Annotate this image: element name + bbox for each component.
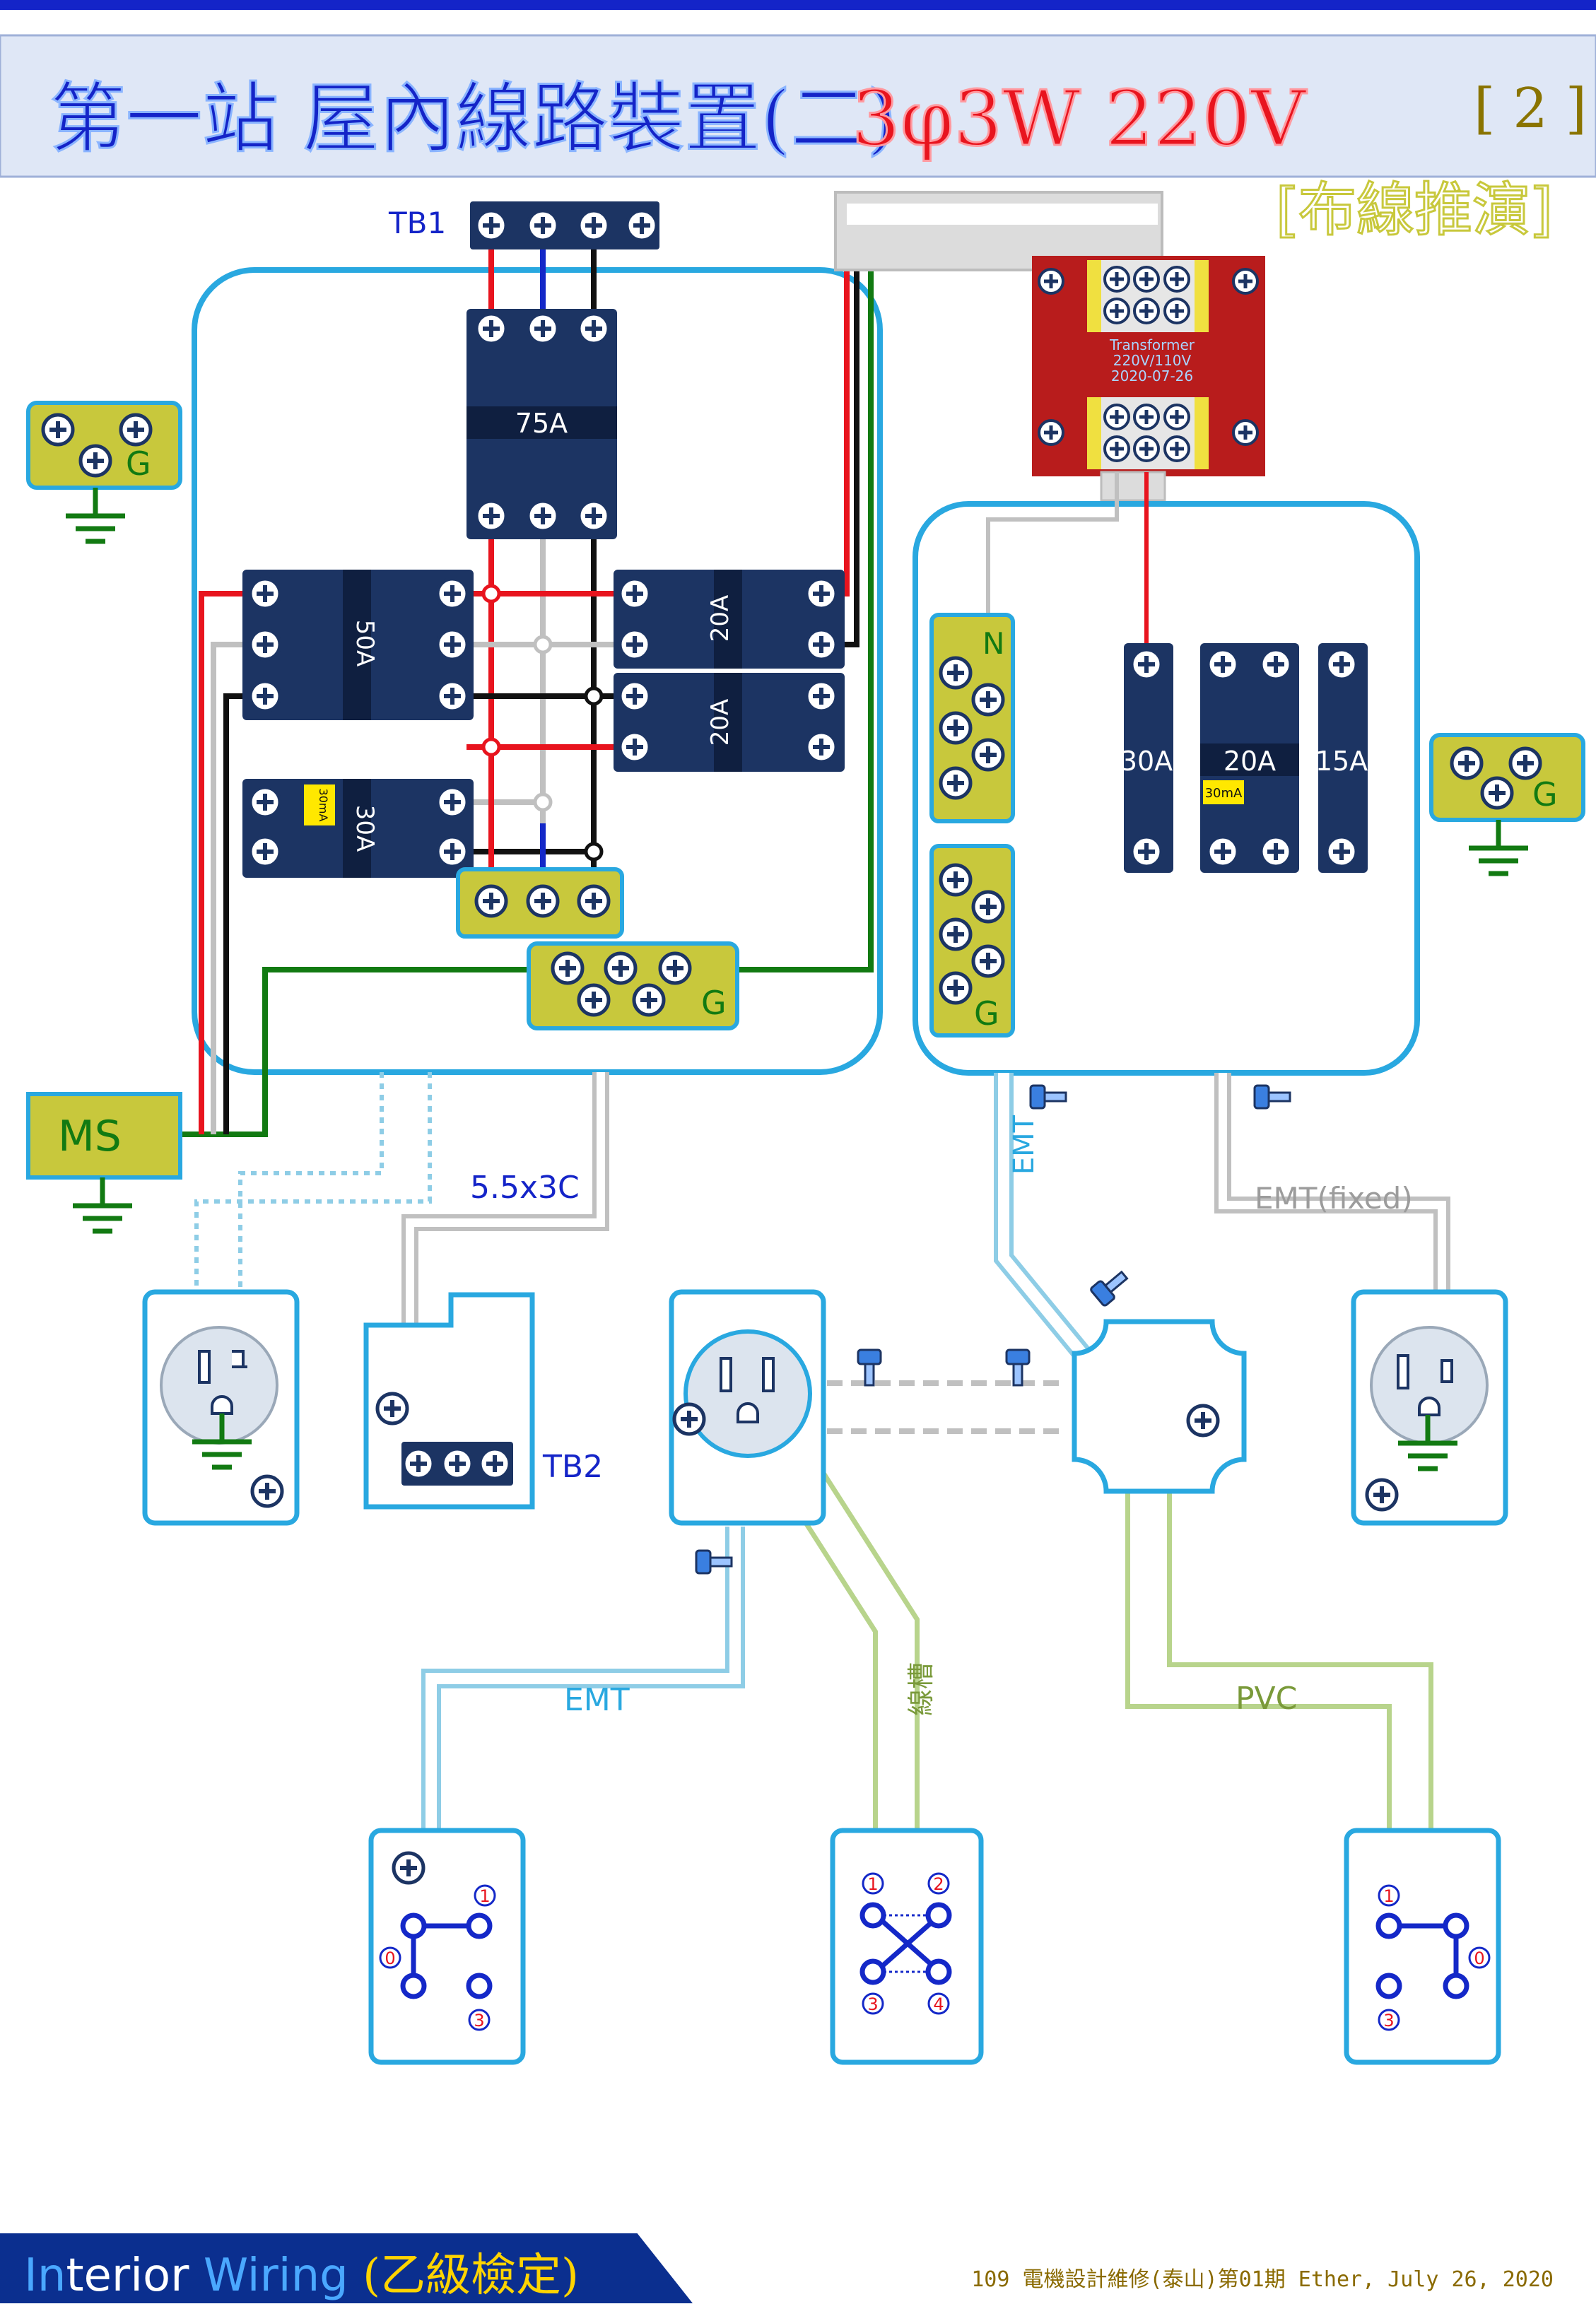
footer-title-word1: terior (66, 2250, 189, 2302)
breaker-20a-upper (614, 570, 845, 669)
switch-right-terminal-3: 3 (1383, 2011, 1394, 2030)
breaker-20a-lower-rating: 20A (706, 699, 734, 746)
ground-block-right-label: G (1532, 775, 1558, 813)
tb2-box (363, 1292, 535, 1510)
main-breaker-rating: 75A (515, 408, 568, 439)
main-breaker-75a (467, 309, 617, 539)
sub-panel-box (913, 501, 1420, 1076)
sub-breaker-30a-rating: 30A (1120, 746, 1173, 777)
switch-box-middle (830, 1828, 984, 2065)
sub-ground-bar (929, 844, 1015, 1038)
sub-breaker-20a-rating: 20A (1224, 746, 1276, 777)
breaker-50a-rating: 50A (351, 620, 379, 667)
receptacle-center (669, 1289, 826, 1526)
sub-breaker-20a (1200, 643, 1299, 873)
junction-dots (481, 584, 604, 862)
tb2-label: TB2 (542, 1449, 603, 1485)
switch-right-terminal-1: 1 (1383, 1886, 1394, 1906)
main-ground-bar (527, 941, 739, 1030)
transformer-label-3: 2020-07-26 (1111, 368, 1193, 384)
ms-label: MS (58, 1112, 122, 1161)
breaker-20a-upper-rating: 20A (706, 595, 734, 642)
cable-label: 5.5x3C (470, 1170, 580, 1206)
switch-mid-terminal-3: 3 (867, 1994, 878, 2014)
neutral-bar-label: N (982, 626, 1004, 661)
switch-box-right (1344, 1828, 1501, 2065)
neutral-bar (929, 613, 1015, 823)
subtitle: [布線推演] (1276, 177, 1553, 244)
transformer (1032, 256, 1265, 476)
sub-ground-label: G (974, 994, 999, 1033)
main-panel-box (192, 267, 883, 1075)
ms-meter-switch (26, 1092, 182, 1231)
receptacle-right (1351, 1289, 1508, 1526)
footer-title: Interior Wiring (乙級檢定) (24, 2239, 579, 2304)
pvc-label: PVC (1236, 1681, 1297, 1717)
emt-fixed-label: EMT(fixed) (1255, 1181, 1413, 1216)
footer-title-cn: (乙級檢定) (348, 2250, 580, 2302)
ground-block-left (26, 401, 182, 541)
page-spec: 3φ3W 220V (852, 75, 1308, 163)
elcb-30ma-tag: 30mA (317, 789, 330, 822)
receptacle-left (142, 1289, 300, 1526)
transformer-label-1: Transformer (1109, 336, 1195, 353)
elcb-30a (242, 779, 474, 878)
switch-left-terminal-3: 3 (474, 2011, 484, 2030)
switch-mid-terminal-4: 4 (933, 1994, 944, 2014)
footer-credit: 109 電機設計維修(泰山)第01期 Ether, July 26, 2020 (971, 2267, 1554, 2292)
header-panel (0, 34, 1596, 178)
switch-left-terminal-1: 1 (479, 1886, 490, 1906)
main-ground-label: G (701, 984, 727, 1022)
switch-box-left (368, 1828, 526, 2065)
conduits (194, 1072, 1450, 1838)
switch-mid-terminal-2: 2 (933, 1874, 944, 1894)
emt-vertical-label: EMT (1008, 1115, 1040, 1175)
distribution-terminal (456, 867, 624, 939)
tb1-terminal-block (470, 201, 659, 249)
tb1-label: TB1 (388, 206, 446, 240)
trunking-label: 線槽 (905, 1662, 937, 1716)
sub-breaker-15a-rating: 15A (1315, 746, 1368, 777)
footer-title-prefix: In (24, 2250, 66, 2302)
footer-title-word2: Wiring (189, 2250, 348, 2302)
sub-elcb-tag: 30mA (1205, 786, 1243, 801)
junction-box (1072, 1319, 1247, 1494)
switch-right-terminal-0: 0 (1474, 1949, 1484, 1968)
elcb-rating: 30A (351, 805, 379, 852)
transformer-label-2: 220V/110V (1113, 352, 1192, 369)
sub-breaker-15a (1318, 643, 1368, 873)
breaker-20a-lower (614, 673, 845, 772)
ground-block-left-label: G (126, 445, 151, 483)
emt-bottom-label: EMT (564, 1682, 630, 1718)
switch-left-terminal-0: 0 (385, 1949, 395, 1968)
breaker-50a (242, 570, 474, 720)
page-number: [ 2 ] (1474, 77, 1587, 141)
top-bar (0, 0, 1596, 10)
footer-band (0, 2233, 693, 2303)
switch-mid-terminal-1: 1 (867, 1874, 878, 1894)
page-title: 第一站 屋內線路裝置(二) (49, 75, 897, 163)
ground-block-right (1429, 733, 1585, 874)
sub-breaker-30a (1124, 643, 1173, 873)
